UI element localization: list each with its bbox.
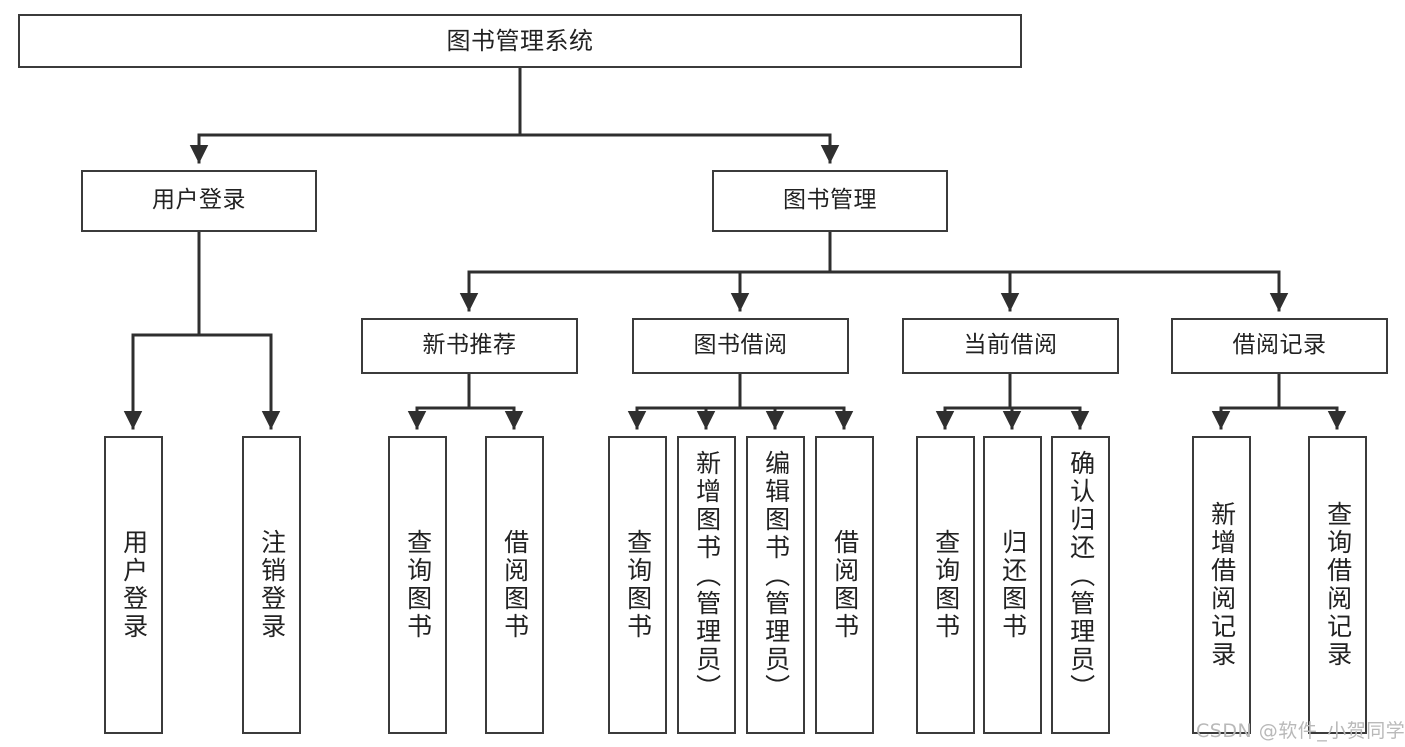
leaf-user-login-logout[interactable]: 注销登录 bbox=[242, 436, 301, 734]
leaf-current-borrow-confirm-return-admin[interactable]: 确认归还（管理员） bbox=[1051, 436, 1110, 734]
node-label: 图书管理 bbox=[783, 187, 877, 214]
node-label: 图书借阅 bbox=[693, 332, 788, 359]
node-label: 查询图书 bbox=[623, 529, 653, 641]
node-current-borrow[interactable]: 当前借阅 bbox=[902, 318, 1119, 374]
node-label: 借阅记录 bbox=[1232, 332, 1327, 359]
node-label: 当前借阅 bbox=[963, 332, 1058, 359]
node-book-management[interactable]: 图书管理 bbox=[712, 170, 948, 232]
leaf-book-borrow-query-books[interactable]: 查询图书 bbox=[608, 436, 667, 734]
node-label: 新书推荐 bbox=[422, 332, 517, 359]
leaf-book-borrow-edit-book-admin[interactable]: 编辑图书（管理员） bbox=[746, 436, 805, 734]
node-label: 查询借阅记录 bbox=[1323, 501, 1353, 669]
node-label: 借阅图书 bbox=[830, 529, 860, 641]
leaf-current-borrow-query-books[interactable]: 查询图书 bbox=[916, 436, 975, 734]
node-label: 确认归还（管理员） bbox=[1066, 450, 1096, 702]
leaf-book-borrow-borrow-books[interactable]: 借阅图书 bbox=[815, 436, 874, 734]
node-label: 用户登录 bbox=[119, 529, 149, 641]
node-borrow-record[interactable]: 借阅记录 bbox=[1171, 318, 1388, 374]
leaf-user-login-login[interactable]: 用户登录 bbox=[104, 436, 163, 734]
node-label: 新增图书（管理员） bbox=[692, 450, 722, 702]
node-new-book-recommend[interactable]: 新书推荐 bbox=[361, 318, 578, 374]
node-label: 新增借阅记录 bbox=[1207, 501, 1237, 669]
leaf-book-borrow-add-book-admin[interactable]: 新增图书（管理员） bbox=[677, 436, 736, 734]
node-label: 编辑图书（管理员） bbox=[761, 450, 791, 702]
leaf-new-book-query-books[interactable]: 查询图书 bbox=[388, 436, 447, 734]
node-user-login[interactable]: 用户登录 bbox=[81, 170, 317, 232]
leaf-borrow-record-query-record[interactable]: 查询借阅记录 bbox=[1308, 436, 1367, 734]
node-label: 查询图书 bbox=[931, 529, 961, 641]
leaf-borrow-record-add-record[interactable]: 新增借阅记录 bbox=[1192, 436, 1251, 734]
node-book-borrow[interactable]: 图书借阅 bbox=[632, 318, 849, 374]
node-label: 图书管理系统 bbox=[446, 26, 594, 55]
node-label: 归还图书 bbox=[998, 529, 1028, 641]
csdn-watermark: CSDN @软件_小贺同学 bbox=[1196, 720, 1405, 742]
node-label: 注销登录 bbox=[257, 529, 287, 641]
leaf-current-borrow-return-books[interactable]: 归还图书 bbox=[983, 436, 1042, 734]
node-label: 查询图书 bbox=[403, 529, 433, 641]
leaf-new-book-borrow-books[interactable]: 借阅图书 bbox=[485, 436, 544, 734]
node-label: 借阅图书 bbox=[500, 529, 530, 641]
node-label: 用户登录 bbox=[152, 187, 246, 214]
node-root-book-management-system[interactable]: 图书管理系统 bbox=[18, 14, 1022, 68]
